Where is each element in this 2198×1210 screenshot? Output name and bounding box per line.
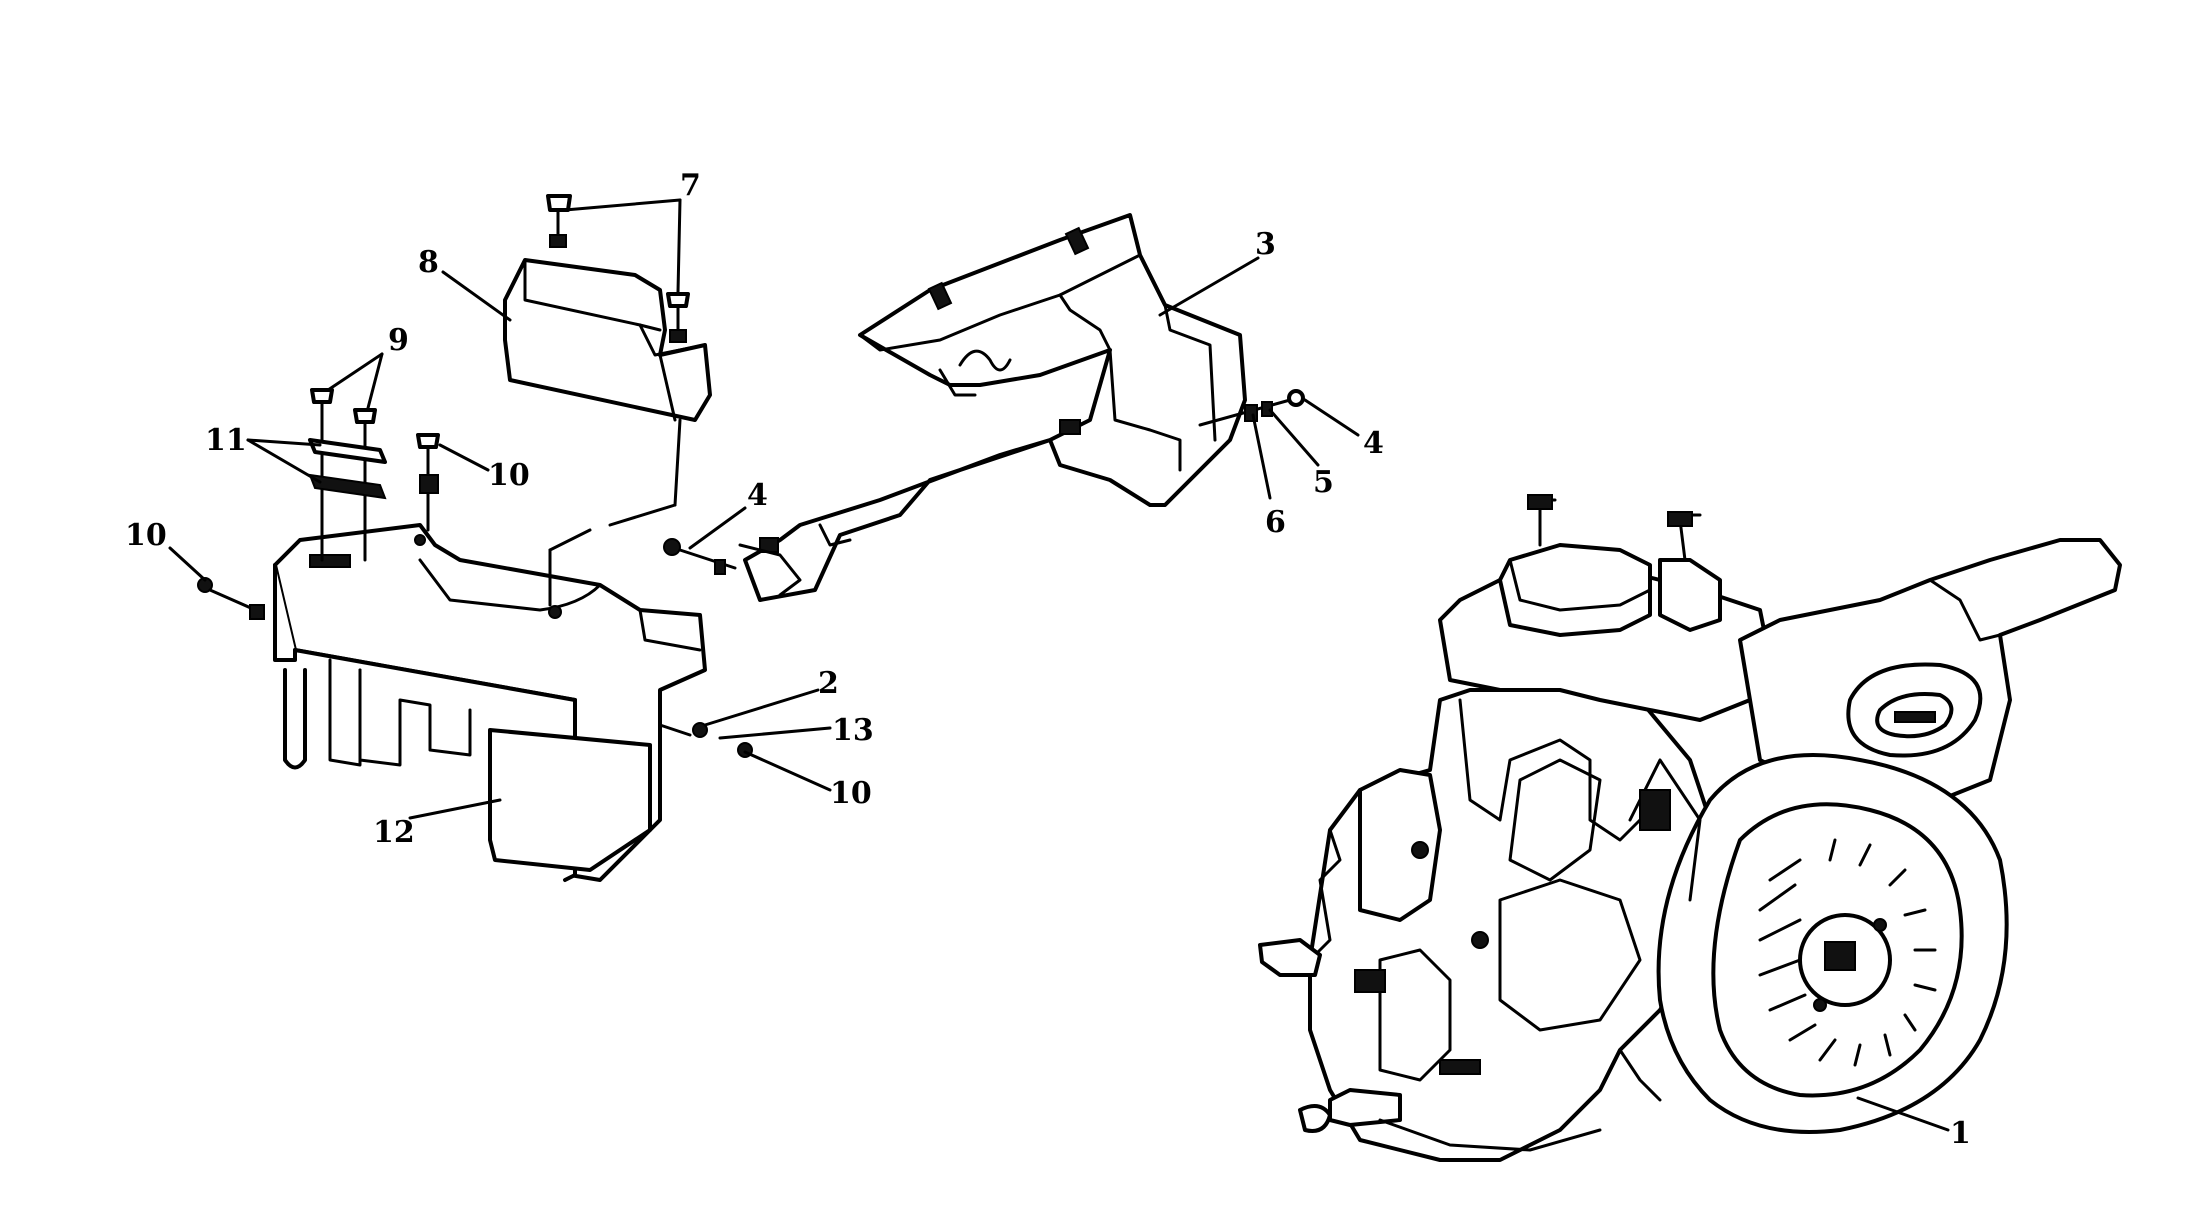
callout-10-upper: 10: [488, 458, 530, 493]
callout-13: 13: [832, 713, 874, 748]
part-8-bracket: [503, 258, 712, 422]
callout-11: 11: [205, 423, 247, 458]
callout-labels: 1 2 3 4 4 5 6 7 8 9 10 10 10 11 12 13: [125, 168, 1971, 1151]
callout-4-left: 4: [747, 478, 768, 513]
part-3-frame: [738, 213, 1247, 602]
callout-5: 5: [1313, 465, 1334, 500]
part-4-5-6-fasteners-right: [1198, 389, 1305, 427]
callout-9: 9: [388, 323, 409, 358]
callout-10-left: 10: [125, 518, 167, 553]
part-7-bolts: [546, 194, 690, 343]
callout-6: 6: [1265, 505, 1286, 540]
part-4-fastener-left: [663, 538, 737, 575]
part-12-tank-assembly: [273, 523, 707, 882]
callout-leader-lines: [168, 198, 1950, 1132]
callout-7: 7: [680, 168, 701, 203]
part-1-engine: [1258, 494, 2122, 1162]
part-9-11-10-mount-hardware: [197, 388, 753, 758]
callout-10-lower: 10: [830, 776, 872, 811]
callout-2: 2: [818, 666, 839, 701]
callout-8: 8: [418, 245, 439, 280]
callout-3: 3: [1255, 227, 1276, 262]
callout-12: 12: [373, 815, 415, 850]
callout-4-right: 4: [1363, 426, 1384, 461]
flywheel-fan: [1758, 838, 1937, 1067]
assembly-dash-lines: [548, 418, 682, 607]
callout-1: 1: [1950, 1116, 1971, 1151]
